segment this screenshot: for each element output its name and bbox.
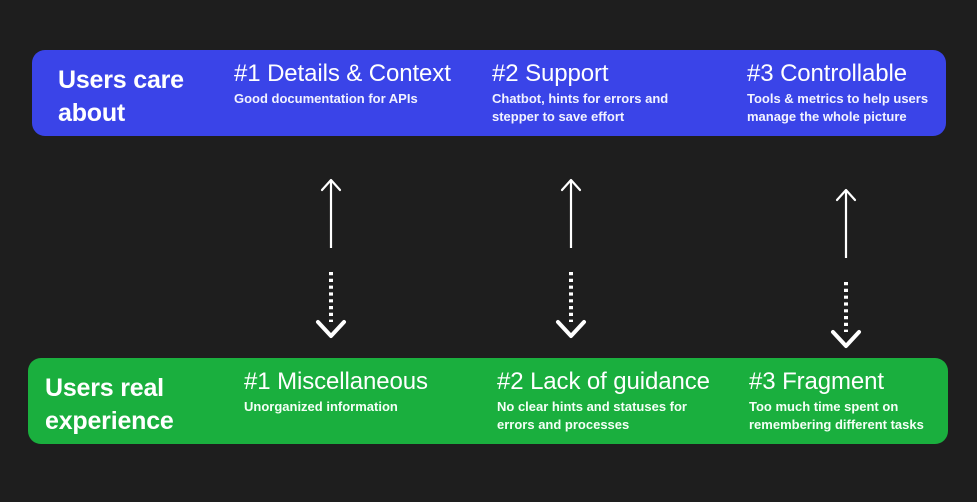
connector-group-3 bbox=[826, 186, 866, 350]
bottom-bar-column-3-subtitle: Too much time spent on remembering diffe… bbox=[749, 399, 924, 432]
bottom-bar-column-2: #2 Lack of guidance No clear hints and s… bbox=[495, 368, 747, 433]
bottom-bar-column-2-title: #2 Lack of guidance bbox=[497, 368, 710, 395]
arrow-down-dotted-icon bbox=[831, 282, 861, 348]
arrow-up-solid-icon bbox=[560, 178, 582, 248]
top-bar-column-2-title: #2 Support bbox=[492, 60, 609, 87]
top-bar-column-1-title: #1 Details & Context bbox=[234, 60, 451, 87]
top-bar-column-3: #3 Controllable Tools & metrics to help … bbox=[745, 60, 945, 125]
top-bar-column-2-subtitle: Chatbot, hints for errors and stepper to… bbox=[492, 91, 669, 124]
bottom-bar-column-1-title: #1 Miscellaneous bbox=[244, 368, 428, 395]
top-bar-column-1-subtitle: Good documentation for APIs bbox=[234, 91, 418, 107]
connector-group-1 bbox=[311, 176, 351, 340]
top-bar-column-2: #2 Support Chatbot, hints for errors and… bbox=[490, 60, 745, 125]
bottom-bar-column-2-subtitle: No clear hints and statuses for errors a… bbox=[497, 399, 687, 432]
top-bar-column-1: #1 Details & Context Good documentation … bbox=[225, 60, 490, 108]
bottom-bar-column-1: #1 Miscellaneous Unorganized information bbox=[225, 368, 495, 416]
top-bar-row-label: Users care about bbox=[58, 66, 184, 127]
top-bar-column-3-subtitle: Tools & metrics to help users manage the… bbox=[747, 91, 929, 124]
top-bar-column-3-title: #3 Controllable bbox=[747, 60, 907, 87]
bottom-bar-row-label: Users real experience bbox=[45, 374, 174, 435]
connector-group-2 bbox=[551, 176, 591, 340]
bottom-bar-column-3: #3 Fragment Too much time spent on remem… bbox=[747, 368, 947, 433]
arrow-down-dotted-icon bbox=[316, 272, 346, 338]
bottom-bar-column-1-subtitle: Unorganized information bbox=[244, 399, 398, 415]
users-real-experience-bar: Users real experience #1 Miscellaneous U… bbox=[28, 358, 948, 444]
arrow-up-solid-icon bbox=[835, 188, 857, 258]
users-care-about-bar: Users care about #1 Details & Context Go… bbox=[32, 50, 946, 136]
bottom-bar-column-3-title: #3 Fragment bbox=[749, 368, 884, 395]
arrow-down-dotted-icon bbox=[556, 272, 586, 338]
arrow-up-solid-icon bbox=[320, 178, 342, 248]
